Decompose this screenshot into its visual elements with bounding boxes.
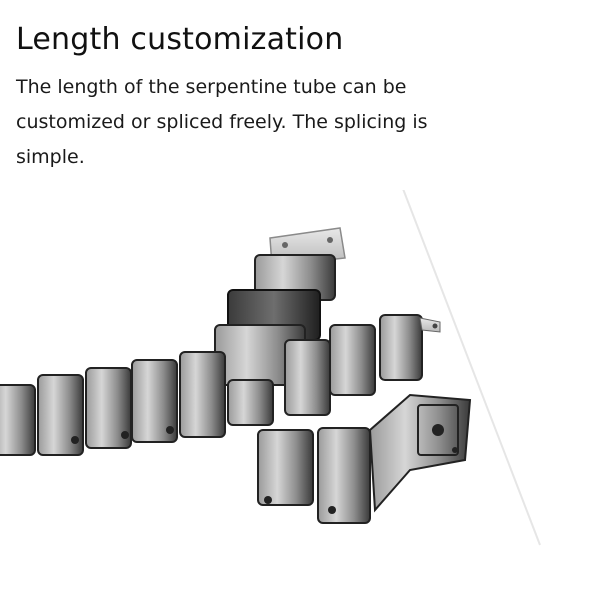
main-chain (0, 351, 274, 456)
serpentine-cable-tube-image (0, 190, 541, 546)
right-upper-branch (284, 314, 441, 416)
page-title: Length customization (16, 22, 344, 57)
lower-branch (257, 393, 472, 524)
description-text: The length of the serpentine tube can be… (16, 76, 428, 168)
upper-segments (214, 254, 336, 386)
